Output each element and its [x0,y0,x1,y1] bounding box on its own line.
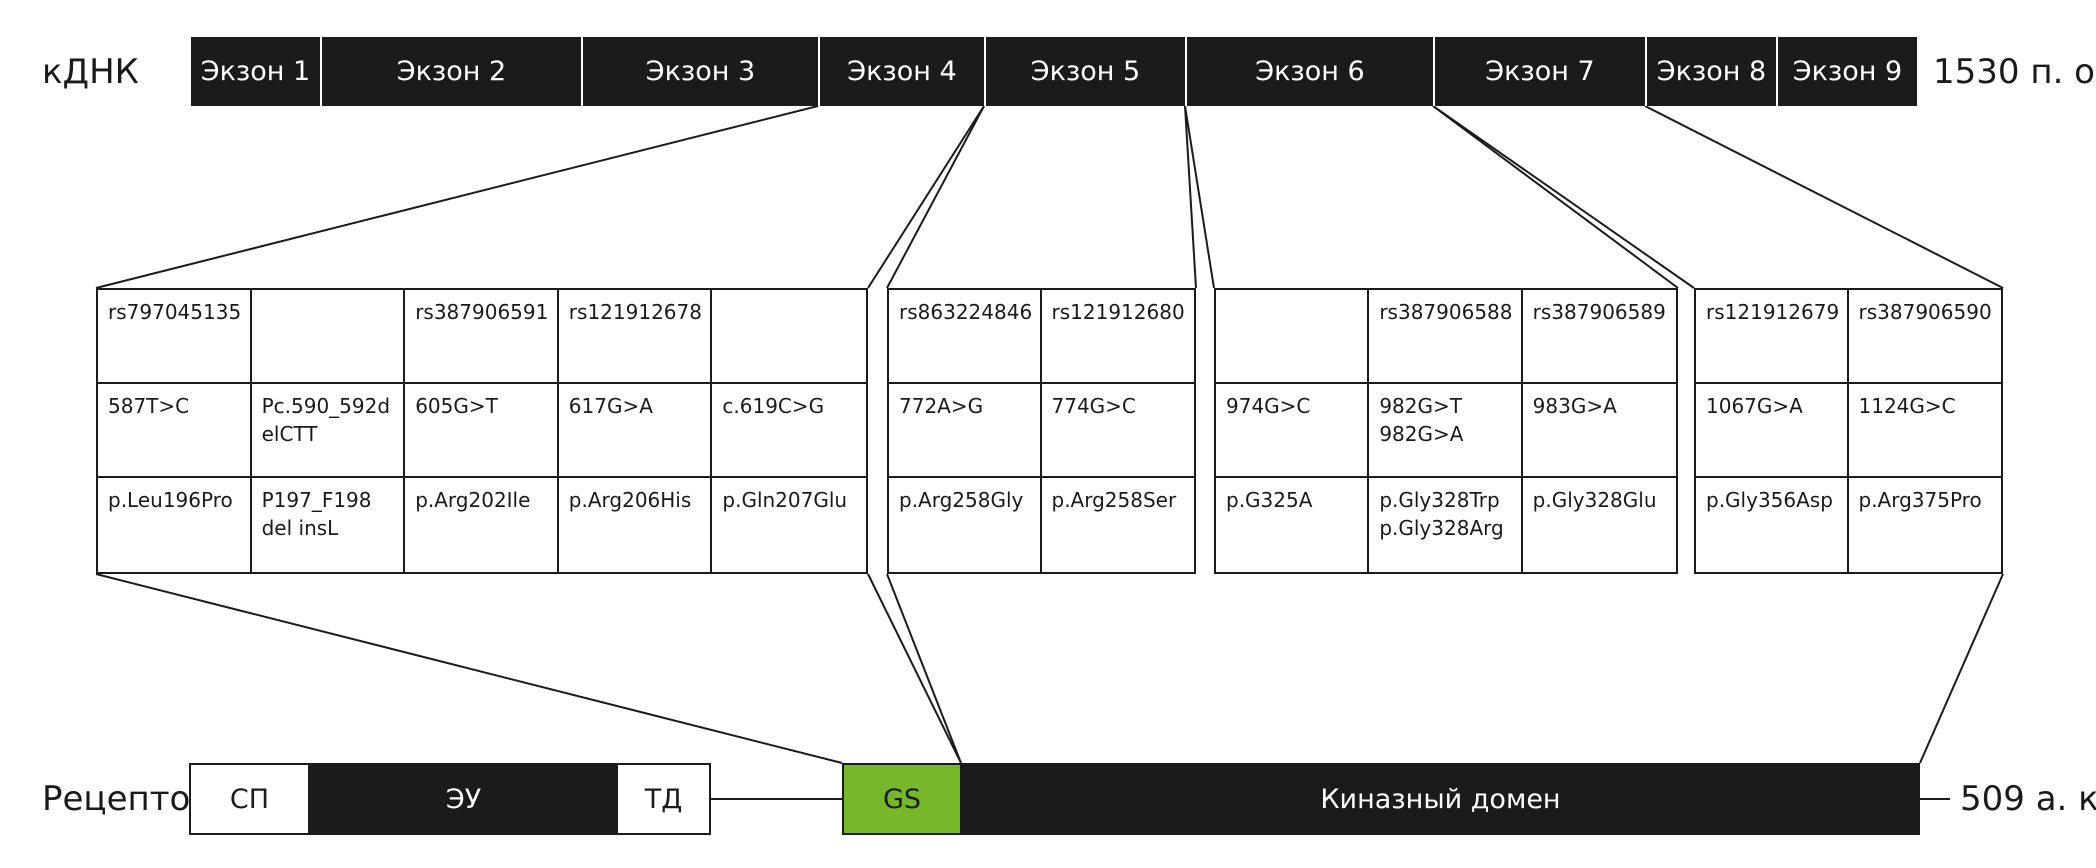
connector-line [95,573,843,764]
mutation-cell-cdna: 983G>A [1522,384,1676,478]
exon-5: Экзон 5 [984,37,1185,106]
mutation-cell-protein: p.Arg206His [559,478,713,572]
connector-line [1184,105,1197,289]
mutation-cell-cdna: 974G>C [1216,384,1370,478]
mutation-cell-protein: p.Leu196Pro [98,478,252,572]
mutation-cell-rs: rs387906588 [1369,290,1523,384]
mutation-cell-protein: p.Gly328Trp p.Gly328Arg [1369,478,1523,572]
mutation-cell-rs: rs121912679 [1696,290,1849,384]
kinase-domain: Киназный домен [961,763,1920,835]
mutation-cell-rs [251,290,406,384]
receptor-label: Рецептор [42,779,212,819]
mutation-cell-protein: p.Arg258Gly [889,478,1042,572]
mutation-cell-rs [712,290,866,384]
connector-line [95,105,819,289]
exon-8: Экзон 8 [1645,37,1776,106]
exon-7: Экзон 7 [1433,37,1645,106]
mutation-cell-rs: rs797045135 [98,290,252,384]
connector-line [867,573,962,764]
mutation-cell-cdna: 1124G>C [1848,384,2001,478]
mutation-cell-protein: p.Arg375Pro [1858,488,1982,512]
mutation-cell-cdna: 1067G>A [1696,384,1849,478]
gs-domain: GS [842,763,962,835]
connector-line [867,105,985,289]
mutation-cell-rs: rs387906590 [1848,290,2001,384]
mutation-cell-protein: p.Arg202Ile [405,478,559,572]
mutation-cell-cdna: 605G>T [405,384,559,478]
mutation-cell-rs [1216,290,1370,384]
exon-1: Экзон 1 [191,37,320,106]
exon-9: Экзон 9 [1776,37,1917,106]
mutation-cell-protein: p.Gly356Asp [1696,478,1849,572]
mutation-cell-cdna: 617G>A [558,384,713,478]
cdna-length-label: 1530 п. о. [1933,52,2096,92]
mutation-cell-rs: rs121912680 [1041,290,1194,384]
mutation-cell-protein: p.G325A [1216,478,1370,572]
connector-line [1644,105,2004,289]
exon-4: Экзон 4 [818,37,984,106]
signal-peptide-domain: СП [189,763,310,835]
connector-line [886,573,962,764]
mutation-cell-rs: rs121912678 [558,290,713,384]
mutation-cell-rs: rs387906591 [405,290,559,384]
connector-line [1432,105,1679,289]
mutation-cell-cdna: 982G>T 982G>A [1369,384,1523,478]
exon-2: Экзон 2 [320,37,581,106]
mutation-cell-cdna: c.619C>G [712,384,866,478]
transmembrane-domain: ТД [616,763,711,835]
mutation-cell-cdna: Pc.590_592d elCTT [251,384,406,478]
mutation-cell-protein: P197_F198 del insL [252,478,406,572]
mutation-cell-protein: p.Gly328Glu [1532,488,1657,512]
exon-3: Экзон 3 [581,37,818,106]
exon-6: Экзон 6 [1185,37,1433,106]
mutation-cell-protein: p.Gln207Glu [722,488,848,512]
receptor-length-label: 509 а. к. [1960,779,2096,819]
connector-line [1919,573,2004,764]
mutation-cell-cdna: 774G>C [1041,384,1194,478]
mutation-cell-rs: rs863224846 [889,290,1042,384]
mutation-cell-cdna: 587T>C [98,384,252,478]
mutation-cell-protein: p.Arg258Ser [1051,488,1177,512]
mutation-cell-cdna: 772A>G [889,384,1042,478]
extracellular-domain: ЭУ [309,763,618,835]
connector-line [1184,105,1215,289]
connector-line [886,105,985,289]
connector-line [1432,105,1695,289]
mutation-cell-rs: rs387906589 [1522,290,1676,384]
cdna-label: кДНК [42,52,139,92]
